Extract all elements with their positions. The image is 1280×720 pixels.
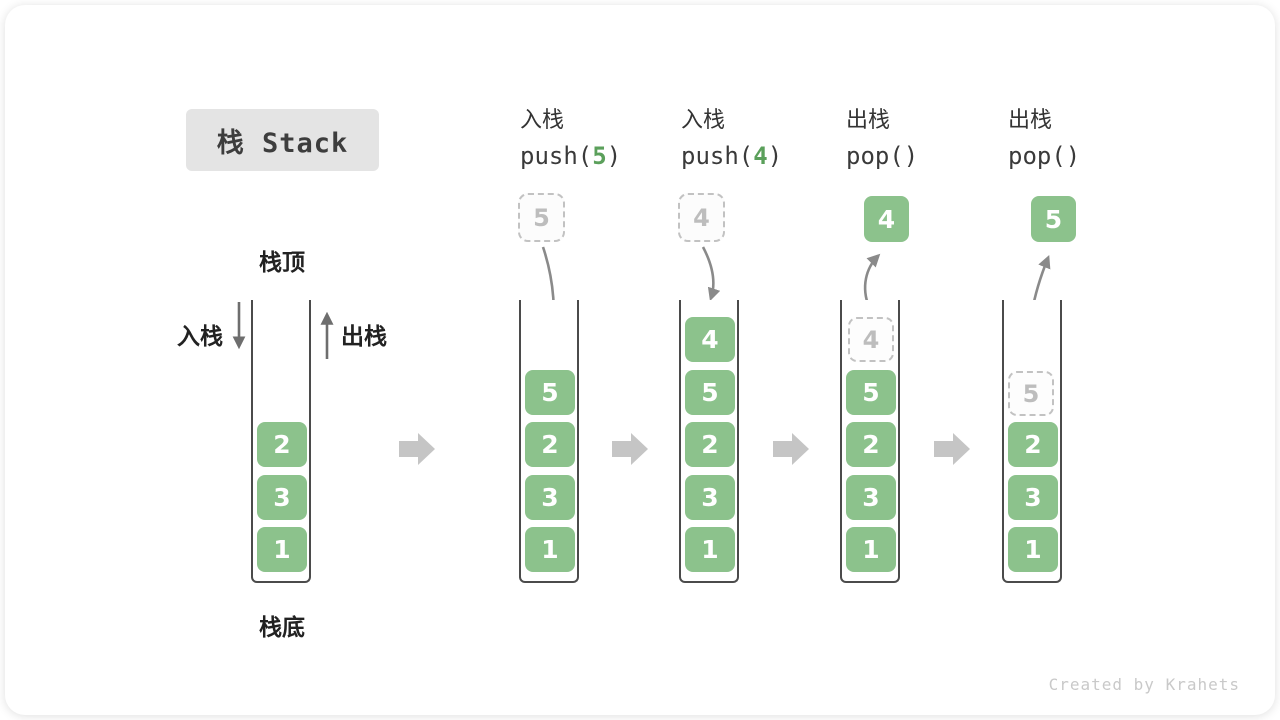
stack-cell: 1 — [685, 527, 735, 572]
code-post: ) — [1065, 142, 1081, 170]
code-pre: push( — [681, 142, 754, 170]
op-code: push(5) — [520, 142, 621, 170]
popped-value-box: 5 — [1031, 196, 1076, 242]
ghost-slot: 4 — [848, 317, 894, 362]
stack-cell: 1 — [257, 527, 307, 572]
op-header-push4: 入栈 push(4) — [681, 107, 782, 170]
op-header-pop2: 出栈 pop() — [1008, 107, 1080, 170]
stack-cell: 1 — [525, 527, 575, 572]
code-arg: 5 — [592, 142, 607, 170]
op-header-push5: 入栈 push(5) — [520, 107, 621, 170]
stack-cell: 5 — [846, 370, 896, 415]
stack-cell: 2 — [525, 422, 575, 467]
op-header-pop1: 出栈 pop() — [846, 107, 918, 170]
stack-cell: 1 — [1008, 527, 1058, 572]
watermark: Created by Krahets — [1048, 675, 1240, 694]
stack-cell: 3 — [257, 475, 307, 520]
step-arrow-3 — [773, 433, 809, 465]
step-arrow-1 — [399, 433, 435, 465]
push-side-label: 入栈 — [177, 323, 223, 349]
popped-value-box: 4 — [864, 196, 909, 242]
code-pre: pop( — [1008, 142, 1066, 170]
op-code: pop() — [1008, 142, 1080, 170]
stack-cell: 2 — [1008, 422, 1058, 467]
op-name: 入栈 — [681, 107, 726, 132]
code-post: ) — [606, 142, 622, 170]
stack-cell: 5 — [685, 370, 735, 415]
code-arg: 4 — [753, 142, 768, 170]
ghost-slot: 5 — [1008, 371, 1054, 416]
stack-cell: 3 — [846, 475, 896, 520]
stack-cell: 3 — [685, 475, 735, 520]
code-post: ) — [767, 142, 783, 170]
stack-top-label: 栈顶 — [259, 249, 305, 275]
title-badge: 栈 Stack — [186, 109, 379, 171]
title-text: 栈 Stack — [216, 127, 349, 159]
step-arrow-2 — [612, 433, 648, 465]
stack-cell: 2 — [846, 422, 896, 467]
pop-side-label: 出栈 — [341, 323, 387, 349]
stack-cell: 4 — [685, 317, 735, 362]
stack-cell: 3 — [1008, 475, 1058, 520]
stack-cell: 5 — [525, 370, 575, 415]
op-name: 入栈 — [520, 107, 565, 132]
stack-bottom-label: 栈底 — [259, 614, 305, 640]
op-code: push(4) — [681, 142, 782, 170]
incoming-value-box: 5 — [518, 193, 565, 242]
stack-cell: 2 — [685, 422, 735, 467]
code-post: ) — [903, 142, 919, 170]
stack-cell: 1 — [846, 527, 896, 572]
op-name: 出栈 — [846, 107, 891, 132]
stack-cell: 3 — [525, 475, 575, 520]
push4-curve-arrow — [701, 246, 721, 302]
step-arrow-4 — [934, 433, 970, 465]
op-name: 出栈 — [1008, 107, 1053, 132]
stack-cell: 2 — [257, 422, 307, 467]
code-pre: push( — [520, 142, 593, 170]
incoming-value-box: 4 — [678, 193, 725, 242]
code-pre: pop( — [846, 142, 904, 170]
op-code: pop() — [846, 142, 918, 170]
